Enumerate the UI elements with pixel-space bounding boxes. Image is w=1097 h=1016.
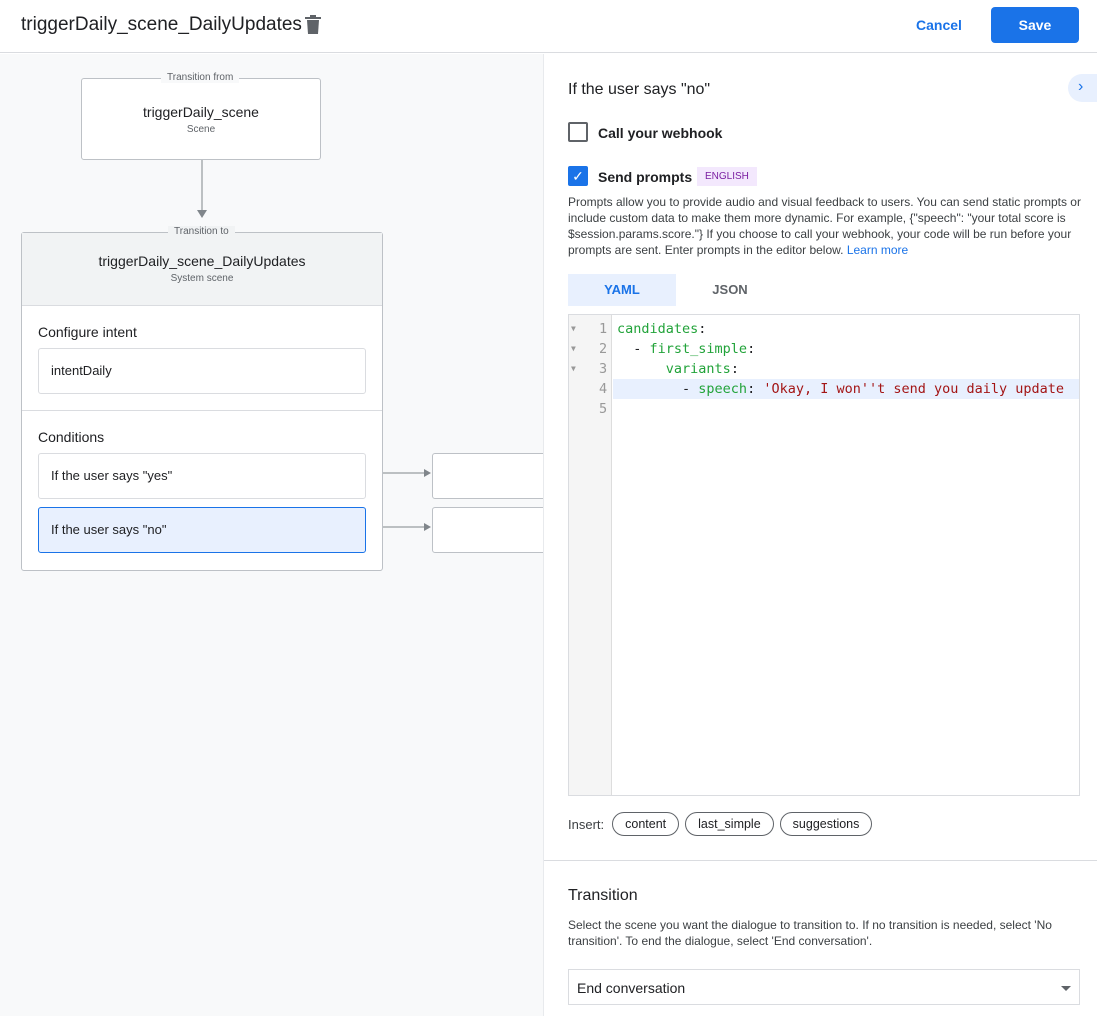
- transition-select[interactable]: End conversation: [568, 969, 1080, 1005]
- transition-from-label: Transition from: [161, 72, 240, 83]
- to-scene-name: triggerDaily_scene_DailyUpdates: [98, 253, 306, 269]
- tab-json[interactable]: JSON: [712, 282, 748, 297]
- page-title: triggerDaily_scene_DailyUpdates: [21, 14, 302, 35]
- transition-to-node: triggerDaily_scene_DailyUpdates System s…: [21, 226, 383, 571]
- trash-icon[interactable]: [305, 15, 321, 34]
- condition-no[interactable]: If the user says "no": [38, 507, 366, 553]
- header: triggerDaily_scene_DailyUpdates Cancel S…: [0, 0, 1097, 53]
- tab-yaml[interactable]: YAML: [568, 274, 676, 306]
- insert-last-simple-chip[interactable]: last_simple: [685, 812, 774, 836]
- line-number: 4: [599, 381, 608, 397]
- dropdown-arrow-icon: [1061, 986, 1071, 996]
- panel-heading: If the user says "no": [568, 81, 711, 98]
- line-number: 3: [599, 361, 608, 377]
- target-node-yes[interactable]: [432, 453, 543, 499]
- configure-intent-heading: Configure intent: [38, 324, 137, 340]
- line-number: 5: [599, 401, 608, 417]
- from-scene-type: Scene: [186, 124, 216, 135]
- transition-from-node[interactable]: Transition from triggerDaily_scene Scene: [81, 72, 321, 160]
- condition-yes[interactable]: If the user says "yes": [38, 453, 366, 499]
- transition-description: Select the scene you want the dialogue t…: [568, 918, 1052, 948]
- send-prompts-checkbox[interactable]: ✓: [568, 166, 588, 186]
- transition-to-label: Transition to: [168, 226, 235, 237]
- line-number: 1: [599, 321, 608, 337]
- conditions-heading: Conditions: [38, 429, 105, 445]
- prompts-description: Prompts allow you to provide audio and v…: [568, 195, 1081, 257]
- chevron-right-icon[interactable]: ›: [1068, 74, 1097, 102]
- webhook-label: Call your webhook: [598, 125, 723, 141]
- save-button[interactable]: Save: [991, 7, 1079, 43]
- transition-heading: Transition: [568, 887, 638, 904]
- line-gutter: [569, 315, 612, 795]
- from-scene-name: triggerDaily_scene: [143, 104, 259, 120]
- send-prompts-label: Send prompts: [598, 169, 693, 185]
- cancel-button[interactable]: Cancel: [916, 17, 962, 33]
- learn-more-link[interactable]: Learn more: [846, 243, 909, 257]
- scene-canvas: Transition from triggerDaily_scene Scene…: [0, 54, 543, 1016]
- to-scene-type: System scene: [170, 273, 234, 284]
- webhook-checkbox[interactable]: [568, 122, 588, 142]
- line-number: 2: [599, 341, 608, 357]
- code-editor[interactable]: ▼ ▼ ▼ 1 2 3 4 5 candidates: - first_simp…: [568, 314, 1080, 796]
- insert-row: Insert: content last_simple suggestions: [568, 812, 878, 836]
- condition-panel: › If the user says "no" Call your webhoo…: [543, 54, 1097, 1016]
- language-badge: ENGLISH: [697, 167, 757, 186]
- insert-content-chip[interactable]: content: [612, 812, 680, 836]
- intent-item[interactable]: intentDaily: [38, 348, 366, 394]
- target-node-no[interactable]: [432, 507, 543, 553]
- insert-suggestions-chip[interactable]: suggestions: [779, 812, 873, 836]
